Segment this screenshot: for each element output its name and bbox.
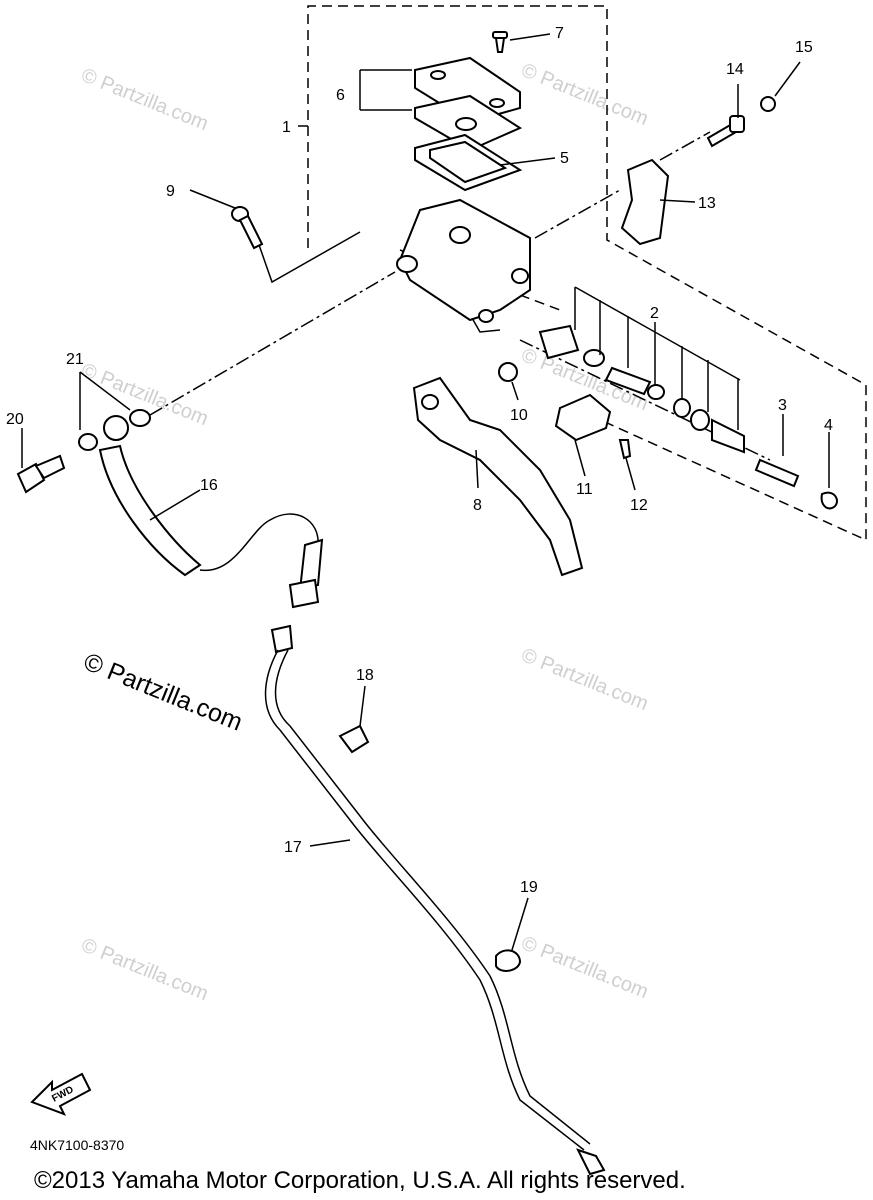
reservoir-cap-6 (414, 56, 523, 152)
callout-2: 2 (650, 305, 659, 322)
master-cylinder-body (396, 198, 531, 323)
clip-18 (338, 724, 370, 754)
callout-14: 14 (726, 61, 744, 78)
line-9 (257, 231, 361, 284)
hose-16 (98, 415, 324, 609)
holder-13 (620, 158, 670, 246)
callout-4: 4 (824, 417, 833, 434)
gasket-5-inner (429, 140, 508, 184)
leader-lines (21, 33, 830, 951)
align-line-13 (534, 189, 621, 239)
lever-8-pivot (421, 394, 439, 410)
callouts: 1 2 3 4 5 6 7 8 9 10 11 12 13 14 15 16 1… (6, 25, 833, 896)
diagram-code: 4NK7100-8370 (30, 1137, 124, 1153)
callout-12: 12 (630, 497, 648, 514)
callout-21: 21 (66, 351, 84, 368)
brake-line-17 (264, 624, 606, 1176)
callout-11: 11 (576, 481, 593, 498)
callout-13: 13 (698, 195, 716, 212)
clip-19 (495, 949, 522, 972)
screw-7 (492, 31, 508, 53)
pushrod-3 (754, 458, 800, 488)
switch-11 (554, 393, 612, 442)
watermark-5: © Partzilla.com (518, 644, 651, 715)
callout-19: 19 (520, 879, 538, 896)
bolt-14 (706, 115, 745, 148)
callout-7: 7 (555, 25, 564, 42)
callout-9: 9 (166, 183, 175, 200)
watermark-main: © Partzilla.com (80, 648, 247, 737)
callout-5: 5 (560, 150, 569, 167)
piston-kit-2 (538, 324, 745, 454)
callout-17: 17 (284, 839, 302, 856)
nut-15 (760, 96, 776, 112)
align-line-14 (659, 131, 711, 161)
watermark-2: © Partzilla.com (518, 59, 651, 130)
callout-6: 6 (336, 87, 345, 104)
lever-8 (412, 376, 584, 577)
align-line-hose (149, 271, 396, 416)
bracket-2 (574, 286, 741, 430)
fwd-arrow-icon: FWD (30, 1072, 92, 1116)
screw-12 (618, 439, 632, 460)
boot-4 (820, 491, 838, 510)
watermark-1: © Partzilla.com (78, 64, 211, 135)
copyright-notice: ©2013 Yamaha Motor Corporation, U.S.A. A… (34, 1167, 686, 1194)
nut-10 (498, 362, 518, 382)
callout-8: 8 (473, 497, 482, 514)
callout-10: 10 (510, 407, 528, 424)
callout-15: 15 (795, 39, 813, 56)
callout-1: 1 (282, 119, 291, 136)
bleed-screw-9 (231, 206, 264, 250)
watermark-7: © Partzilla.com (518, 932, 651, 1003)
union-bolt-20 (16, 454, 66, 494)
callout-16: 16 (200, 477, 218, 494)
callout-20: 20 (6, 411, 24, 428)
washers-21 (78, 409, 151, 451)
callout-3: 3 (778, 397, 787, 414)
callout-18: 18 (356, 667, 374, 684)
assembly-1-outline (307, 5, 867, 542)
watermark-6: © Partzilla.com (78, 934, 211, 1005)
